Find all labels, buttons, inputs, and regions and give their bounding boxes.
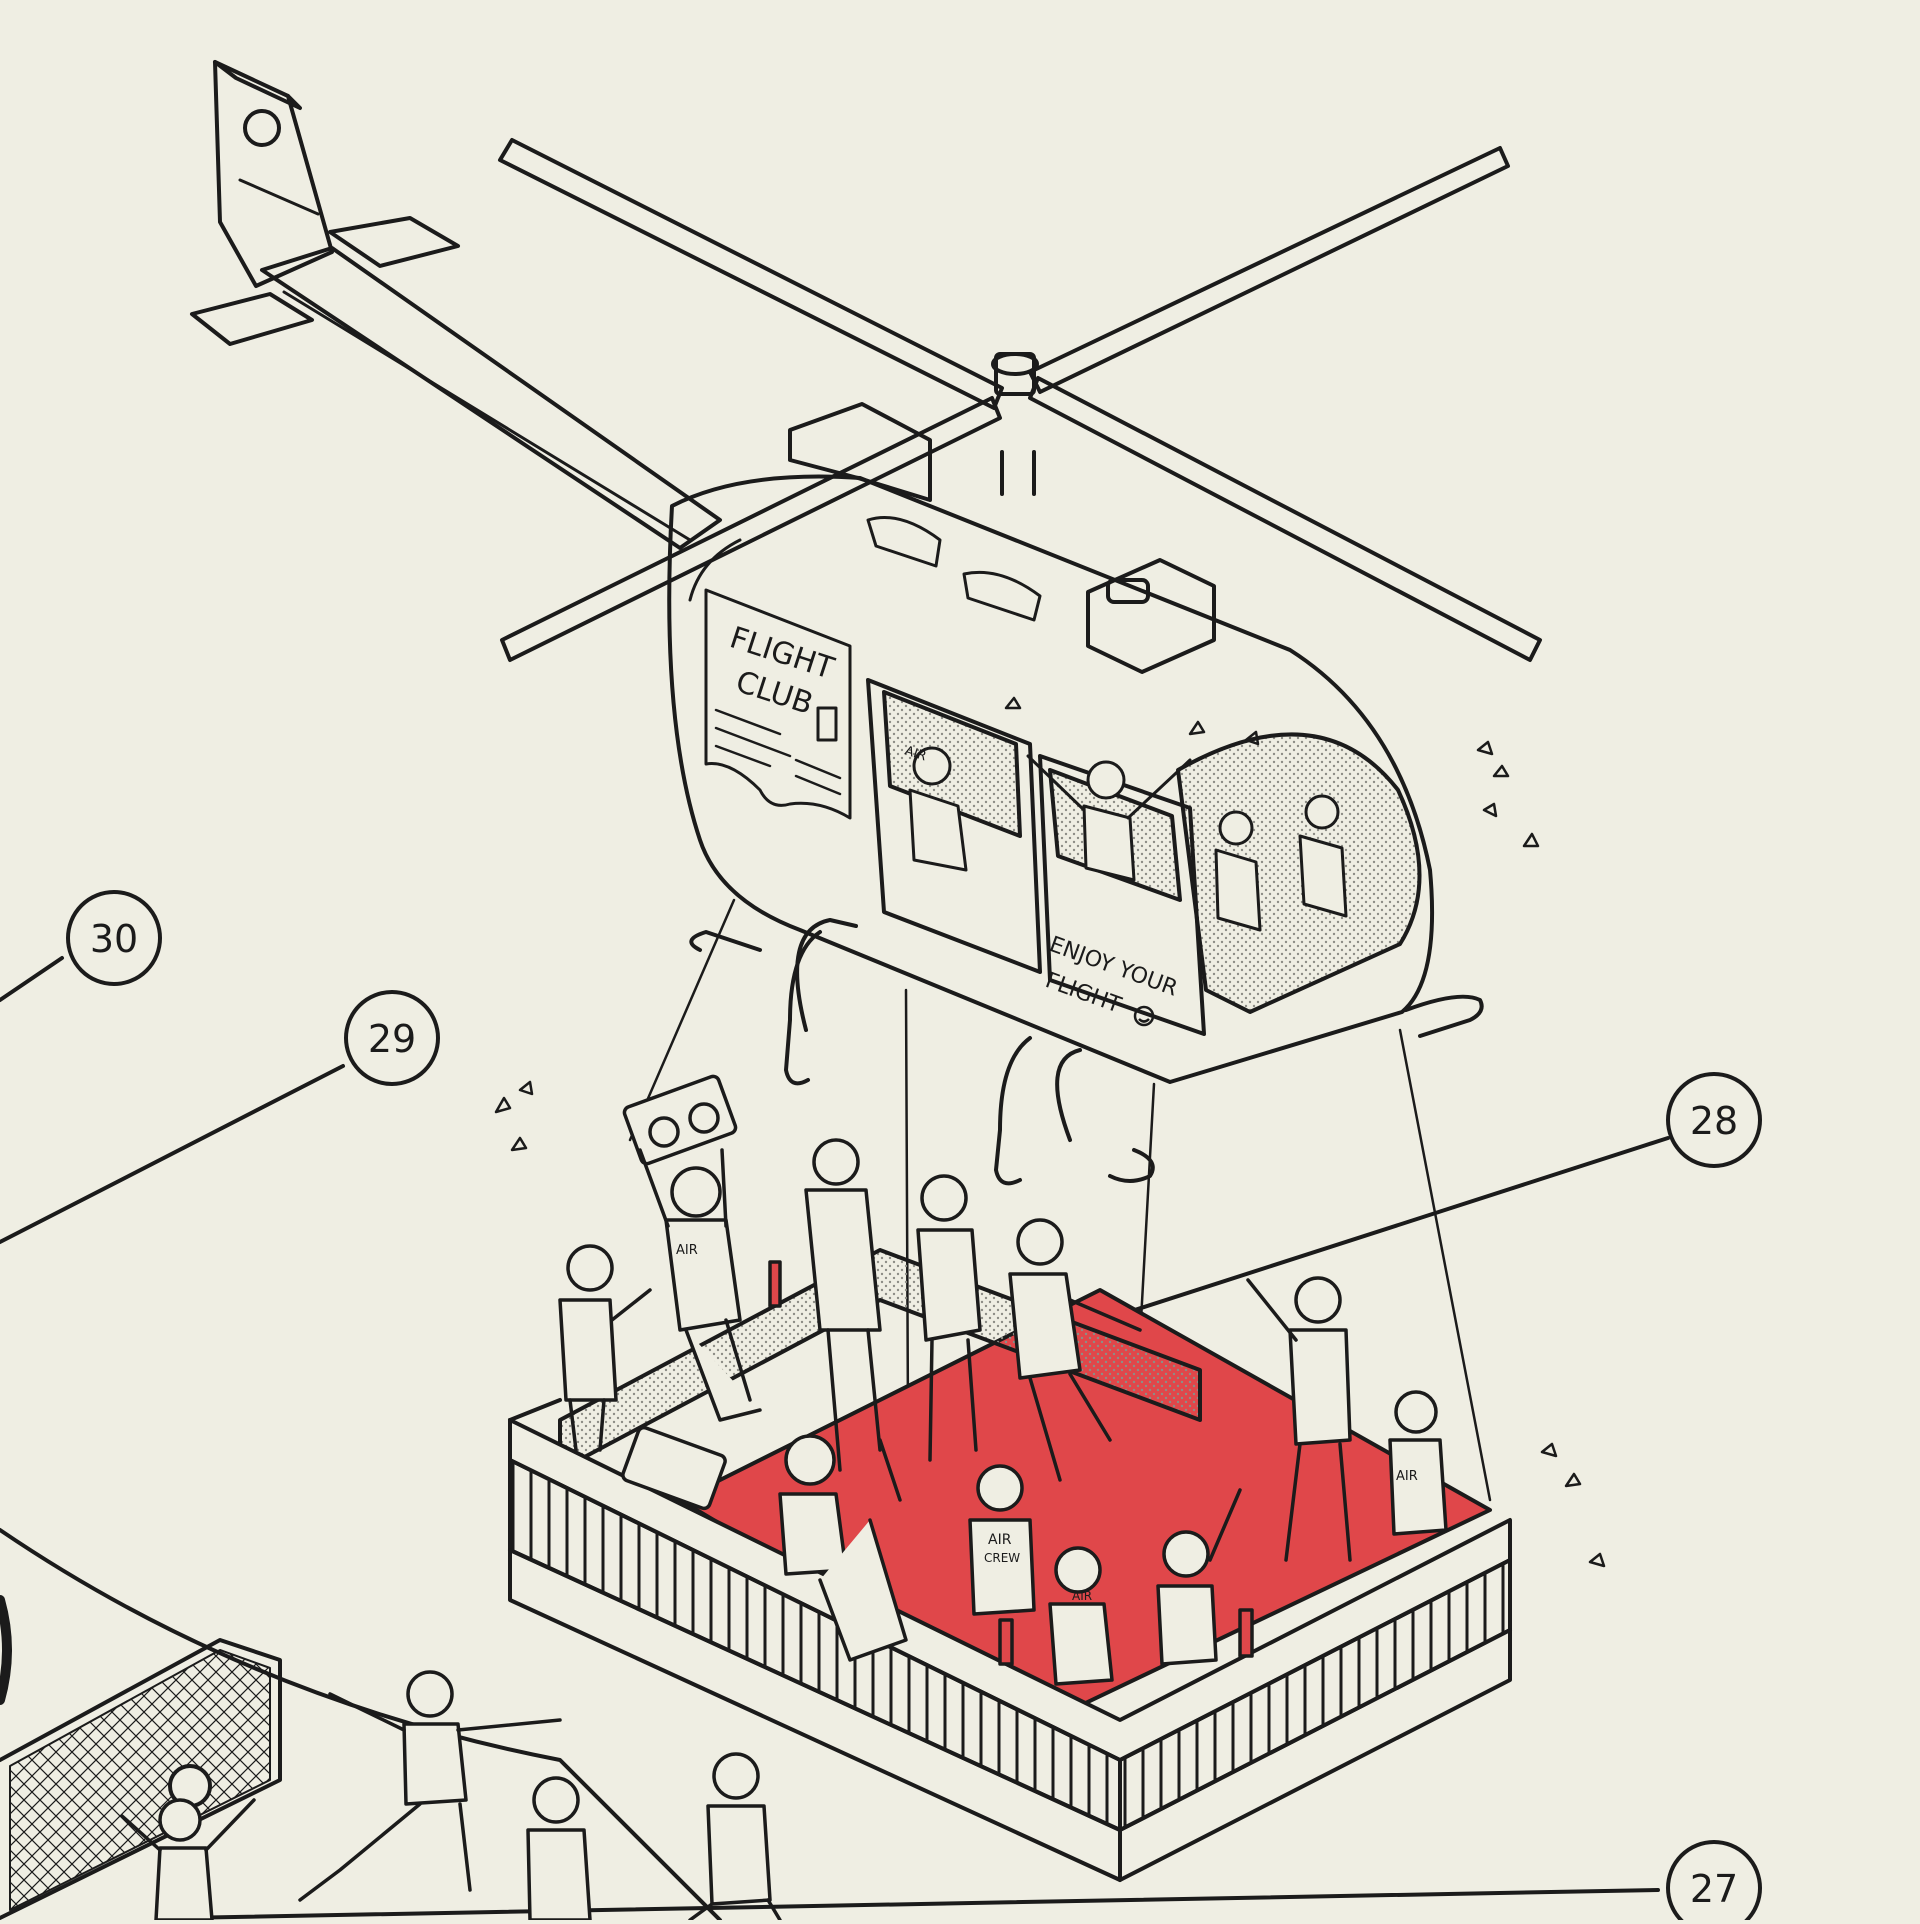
track-curve — [0, 1528, 722, 1922]
bottle-icon — [1238, 1608, 1254, 1658]
person-front-right — [1156, 1488, 1242, 1666]
rotor-blade-left — [498, 138, 1004, 410]
track-dark-edge — [0, 1595, 12, 1705]
helicopter-passengers — [908, 746, 1348, 932]
callout-number: 29 — [368, 1017, 416, 1061]
person-dancer — [1008, 1218, 1142, 1482]
boombox-icon — [621, 1425, 727, 1511]
roof-engine-block — [788, 402, 932, 502]
tail-rotor — [243, 109, 281, 147]
person-middle — [916, 1174, 982, 1462]
person-boombox — [622, 1074, 762, 1422]
jersey-label: AIR — [676, 1243, 698, 1258]
person-right-edge — [1388, 1390, 1448, 1536]
skid-rear — [689, 930, 762, 952]
roof-intake — [1086, 558, 1216, 674]
soccer-scene — [0, 1638, 782, 1922]
door-front — [1038, 754, 1206, 1036]
jersey-label-air-crew-1: AIR — [988, 1532, 1012, 1548]
cockpit-window — [1176, 732, 1422, 1014]
rotor-hub — [991, 352, 1039, 376]
person-beanie — [1048, 1546, 1114, 1686]
tail-boom — [260, 246, 722, 550]
person-left-ponytail — [558, 1244, 652, 1452]
callout-29: 29 — [344, 990, 440, 1086]
jersey-label: AIR — [903, 744, 928, 765]
smiley-icon — [1133, 1005, 1155, 1027]
tail-stabilizer-right — [328, 216, 460, 268]
callout-leaders — [0, 956, 1670, 1920]
confetti-icon — [494, 696, 1606, 1568]
bottle-icon — [768, 1260, 782, 1308]
callout-27: 27 — [1666, 1840, 1762, 1924]
rotor-mast — [1000, 450, 1036, 496]
tail-stabilizer-left — [190, 292, 314, 346]
callout-number: 30 — [90, 917, 138, 961]
bottle-icon — [998, 1618, 1014, 1666]
callout-28: 28 — [1666, 1072, 1762, 1168]
rotor-blade-back — [1028, 146, 1510, 394]
person-tall-back — [804, 1138, 882, 1472]
flight-club-sign — [704, 588, 852, 820]
rotor-blade-right — [1028, 376, 1542, 662]
callout-number: 27 — [1690, 1867, 1738, 1911]
person-sitting-front — [778, 1434, 908, 1662]
jersey-label-air-crew-2: CREW — [984, 1551, 1020, 1565]
callout-30: 30 — [66, 890, 162, 986]
callout-number: 28 — [1690, 1099, 1738, 1143]
person-right-glasses — [1246, 1276, 1352, 1562]
party-crowd — [558, 1074, 1448, 1686]
rotor-blade-front — [500, 396, 1002, 662]
door-middle — [866, 678, 1042, 974]
skid-struts — [795, 918, 1082, 1142]
person-air-crew — [968, 1464, 1036, 1616]
tail-fin — [213, 60, 334, 288]
jersey-label: AIR — [1396, 1469, 1418, 1484]
jersey-label: AIR — [1072, 1589, 1092, 1603]
goal-net — [9, 1649, 271, 1911]
door-window-middle — [882, 690, 1022, 838]
